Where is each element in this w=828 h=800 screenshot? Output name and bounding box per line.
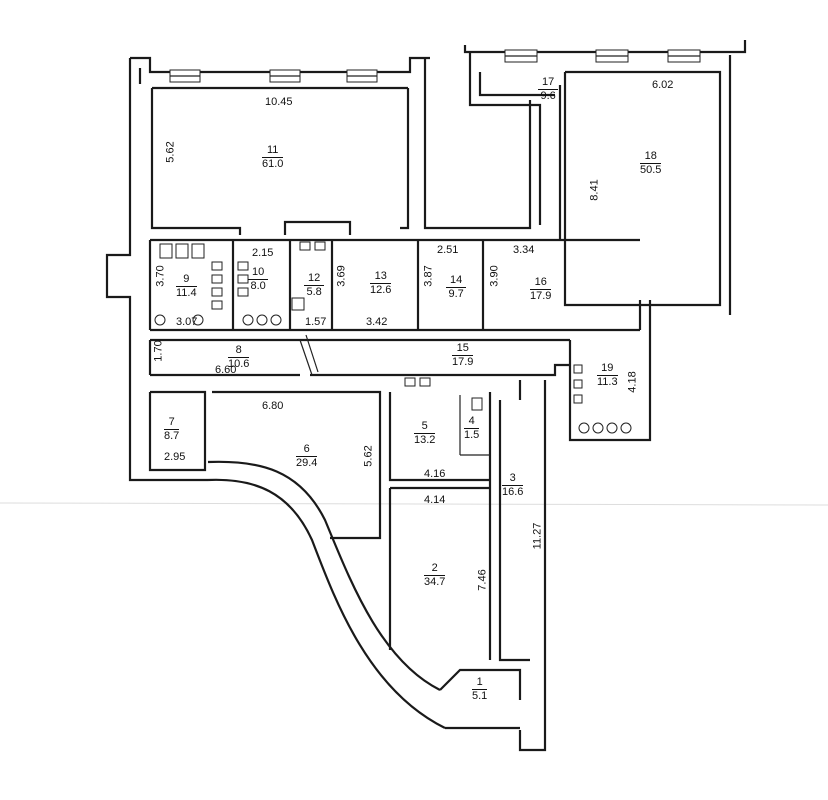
dim-label: 6.80 [262, 400, 284, 412]
dim-label: 6.60 [215, 364, 237, 376]
dim-label: 3.90 [488, 265, 501, 287]
scan-line [0, 502, 828, 506]
windows [169, 49, 701, 83]
dim-label: 3.69 [335, 265, 348, 287]
dim-label: 10.45 [265, 96, 293, 108]
outer-walls [105, 40, 747, 752]
dim-label: 3.34 [513, 244, 535, 256]
dim-label: 1.57 [305, 316, 327, 328]
dim-label: 7.46 [476, 569, 489, 591]
dim-label: 11.27 [531, 522, 544, 550]
fixtures [154, 241, 632, 434]
dim-label: 2.95 [164, 451, 186, 463]
dim-label: 3.42 [366, 316, 388, 328]
dim-label: 4.14 [424, 494, 446, 506]
dim-label: 3.70 [154, 265, 167, 287]
dim-label: 5.62 [362, 445, 375, 467]
dim-label: 4.16 [424, 468, 446, 480]
dim-label: 2.51 [437, 244, 459, 256]
dim-label: 3.07 [176, 316, 198, 328]
dim-label: 2.15 [252, 247, 274, 259]
dim-label: 4.18 [626, 371, 639, 393]
dim-label: 5.62 [164, 141, 177, 163]
dim-label: 8.41 [588, 179, 601, 201]
dim-label: 1.70 [152, 340, 165, 362]
dim-label: 3.87 [422, 265, 435, 287]
partitions [231, 240, 485, 376]
dim-label: 6.02 [652, 79, 674, 91]
